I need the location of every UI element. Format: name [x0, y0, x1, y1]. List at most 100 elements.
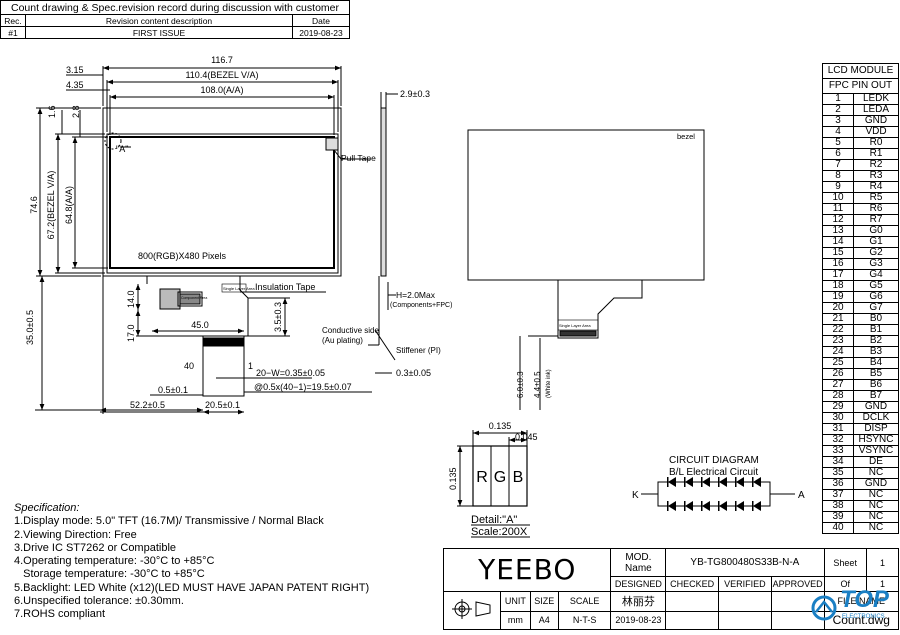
logo-cell: YEEBO: [442, 548, 612, 592]
pin-signal: B4: [853, 357, 899, 369]
pin-number: 19: [822, 291, 854, 303]
designed-date: 2019-08-23: [610, 610, 667, 631]
spec-line: 1.Display mode: 5.0" TFT (16.7M)/ Transm…: [14, 515, 324, 528]
detail-letter-g: G: [494, 469, 506, 486]
pin-signal: R3: [853, 170, 899, 182]
spec-heading: Specification:: [14, 502, 80, 514]
pin-number: 20: [822, 302, 854, 314]
dim-h-max: H=2.0Max: [396, 290, 436, 300]
title-block: YEEBO MOD. Name YB-TG800480S33B-N-A Shee…: [442, 547, 900, 631]
pin-number: 22: [822, 324, 854, 336]
dim-45: 45.0: [191, 320, 209, 330]
led-cathode: [701, 501, 703, 511]
pin-signal: GND: [853, 115, 899, 127]
led-cathode: [667, 477, 669, 487]
pin-number: 12: [822, 214, 854, 226]
pin-signal: G4: [853, 269, 899, 281]
spec-line: 4.Operating temperature: -30°C to +85°C: [14, 555, 215, 568]
pin-number: 6: [822, 148, 854, 160]
led-cathode: [684, 501, 686, 511]
model-name: YB-TG800480S33B-N-A: [665, 547, 825, 578]
file-name-value: Count.dwg: [823, 610, 899, 631]
scale-label: SCALE: [557, 590, 612, 612]
pin-signal: R2: [853, 159, 899, 171]
led-cathode: [752, 477, 754, 487]
pinout-title-2: FPC PIN OUT: [822, 78, 899, 94]
dim-h-sub: (Components+FPC): [390, 302, 452, 309]
designed-label: DESIGNED: [610, 576, 667, 592]
led-diode: [668, 477, 676, 487]
led-diode: [736, 501, 744, 511]
sheet-label: Sheet: [823, 547, 867, 578]
led-diode: [719, 477, 727, 487]
dim-0-3: 0.3±0.05: [396, 368, 431, 378]
dim-1-6: 1.6: [47, 105, 57, 118]
circuit-title: CIRCUIT DIAGRAM: [669, 455, 759, 466]
pin-signal: R5: [853, 192, 899, 204]
pin-signal: R1: [853, 148, 899, 160]
designer-name: 林丽芬: [610, 590, 667, 612]
pin-signal: G3: [853, 258, 899, 270]
pin-signal: NC: [853, 500, 899, 512]
component-area-label: Component Area: [181, 296, 207, 300]
led-diode: [736, 477, 744, 487]
led-diode: [685, 477, 693, 487]
led-cathode: [735, 477, 737, 487]
pin-number: 10: [822, 192, 854, 204]
circuit-a-label: A: [798, 490, 805, 501]
led-cathode: [667, 501, 669, 511]
conductive-side-label: Conductive side: [322, 326, 379, 335]
pin-signal: B1: [853, 324, 899, 336]
pinout-title-1: LCD MODULE: [822, 63, 899, 79]
pin-number: 37: [822, 489, 854, 501]
dim-total-width: 116.7: [211, 55, 233, 65]
led-diode: [753, 501, 761, 511]
spec-line: 6.Unspecified tolerance: ±0.30mm.: [14, 595, 184, 608]
dim-4-4: 4.4±0.5: [533, 371, 542, 398]
dim-bezel-width: 110.4(BEZEL V/A): [185, 70, 258, 80]
pin-number: 11: [822, 203, 854, 215]
led-array: [667, 477, 761, 511]
pin-signal: G7: [853, 302, 899, 314]
pin-signal: HSYNC: [853, 434, 899, 446]
pin-signal: R4: [853, 181, 899, 193]
pin-signal: G0: [853, 225, 899, 237]
pin-signal: G2: [853, 247, 899, 259]
single-layer-label: Single Layer Area: [223, 286, 255, 291]
pin-signal: B3: [853, 346, 899, 358]
led-cathode: [684, 477, 686, 487]
dim-aa-height: 64.8(A/A): [64, 186, 74, 224]
led-diode: [668, 501, 676, 511]
pin-number: 30: [822, 412, 854, 424]
detail-dim-0045: 0.045: [515, 432, 538, 442]
dim-17: 17.0: [126, 324, 136, 342]
pin-number: 21: [822, 313, 854, 325]
insulation-tape-label: Insulation Tape: [255, 282, 315, 292]
led-diode: [702, 477, 710, 487]
pin-signal: B7: [853, 390, 899, 402]
pin-number: 9: [822, 181, 854, 193]
led-diode: [685, 501, 693, 511]
back-single-layer-label: Single Layer Area: [559, 323, 591, 328]
bezel-label: bezel: [677, 132, 695, 141]
pull-tape-label: Pull Tape: [341, 153, 376, 163]
spec-line: 2.Viewing Direction: Free: [14, 528, 137, 541]
pin-number: 13: [822, 225, 854, 237]
yeebo-logo: YEEBO: [478, 553, 577, 587]
